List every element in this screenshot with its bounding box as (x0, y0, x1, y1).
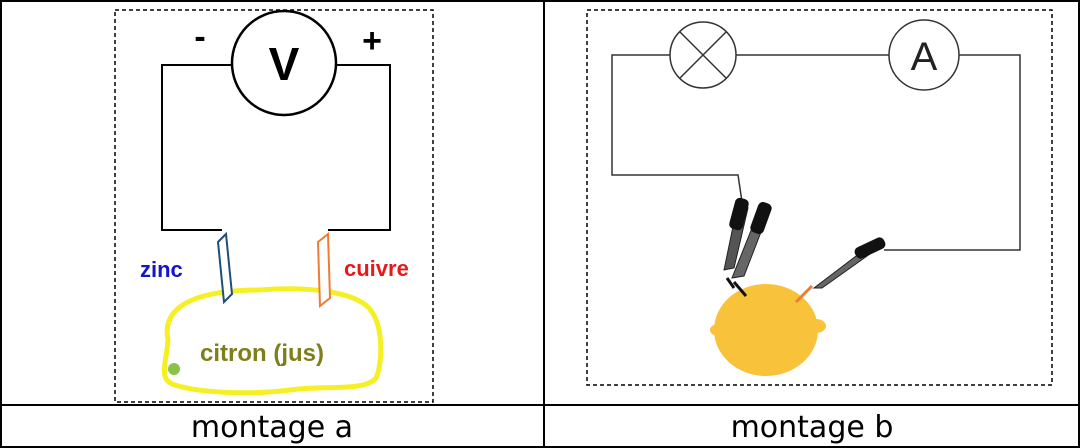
zinc-label: zinc (140, 257, 183, 282)
probe-right-icon (794, 237, 886, 304)
lemon-tip-dot (168, 363, 180, 375)
dashed-border-b (586, 9, 1053, 386)
copper-plate-icon (316, 231, 332, 309)
montage-a-diagram: V - + zinc cuivre citron (jus) (114, 9, 434, 403)
wire-right (328, 64, 391, 231)
montage-a-panel: V - + zinc cuivre citron (jus) (0, 0, 544, 405)
montage-b-diagram: A (586, 9, 1053, 386)
caption-montage-a: montage a (190, 409, 354, 445)
plus-sign: + (362, 22, 382, 60)
ammeter-symbol: A (911, 35, 938, 79)
caption-montage-b: montage b (730, 409, 894, 445)
voltmeter-symbol: V (269, 38, 300, 90)
lemon-outline (161, 286, 384, 396)
dashed-border-a (114, 9, 434, 403)
probe-pair-icon (723, 197, 772, 297)
lamp-cross-icon (669, 21, 737, 89)
wire-left (161, 64, 232, 231)
fruit-label: citron (jus) (200, 340, 324, 367)
wire-right-b (884, 54, 1021, 251)
zinc-plate-icon (216, 231, 234, 305)
ammeter-icon (888, 19, 960, 91)
wire-left-b (611, 54, 745, 216)
minus-sign: - (194, 18, 205, 56)
lemon-icon (710, 284, 826, 376)
voltmeter-icon (230, 9, 338, 117)
cuivre-label: cuivre (344, 256, 409, 281)
montage-b-panel: A (544, 0, 1080, 405)
